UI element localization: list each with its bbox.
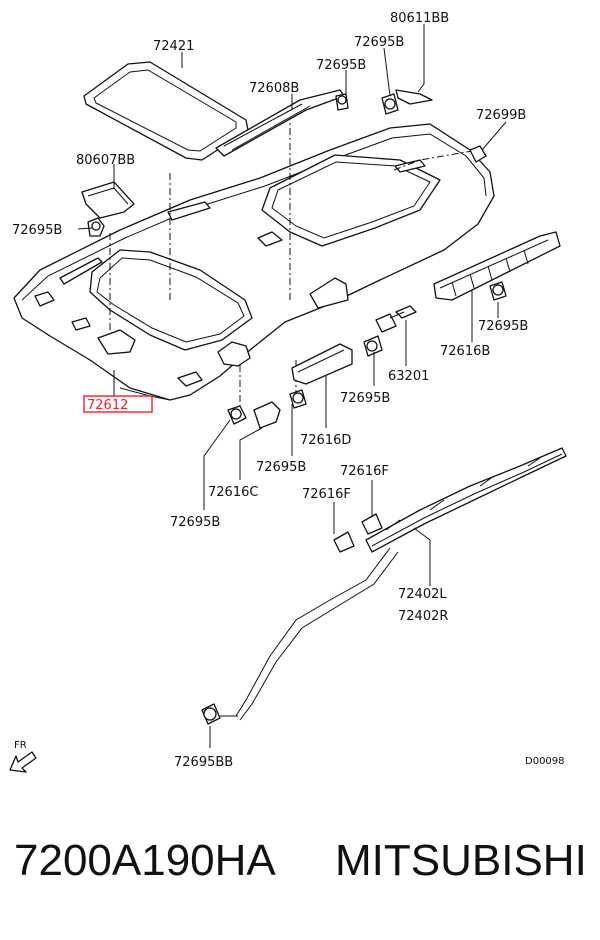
grab-handle-72616D[interactable] — [291, 343, 353, 385]
front-direction-arrow-icon: FR — [9, 740, 37, 773]
label-fr: FR — [14, 740, 27, 751]
curtain-airbag[interactable] — [235, 447, 567, 721]
label-72695B-mid: 72695B — [340, 391, 390, 406]
label-72695B-right: 72695B — [478, 319, 528, 334]
brand-name: MITSUBISHI — [335, 836, 587, 885]
label-72616B: 72616B — [440, 344, 490, 359]
label-72616F-a: 72616F — [340, 464, 389, 479]
pad-72616F-a[interactable] — [361, 513, 383, 535]
headliner-panel[interactable] — [13, 123, 495, 401]
label-72695B-top2: 72695B — [354, 35, 404, 50]
diagram-code: D00098 — [525, 756, 565, 767]
label-72421: 72421 — [153, 39, 194, 54]
part-number: 7200A190HA — [14, 836, 276, 885]
highlighted-part-72612[interactable]: 72612 — [83, 395, 153, 413]
label-72402R: 72402R — [398, 609, 448, 624]
label-72695B-top: 72695B — [316, 58, 366, 73]
label-80607BB: 80607BB — [76, 153, 135, 168]
label-72695BB: 72695BB — [174, 755, 233, 770]
clip-72695B-left[interactable] — [87, 217, 105, 237]
part-63201[interactable] — [375, 305, 417, 333]
label-72699B: 72699B — [476, 108, 526, 123]
label-80611BB: 80611BB — [390, 11, 449, 26]
parts-diagram: 72421 80611BB 72695B 72695B 72608B 72699… — [9, 11, 567, 773]
clip-72695B-c[interactable] — [289, 389, 307, 409]
clip-72695BB[interactable] — [201, 703, 238, 725]
grab-handle-72616B[interactable] — [433, 231, 561, 301]
label-72612: 72612 — [87, 398, 128, 413]
label-72695B-c: 72695B — [256, 460, 306, 475]
label-72608B: 72608B — [249, 81, 299, 96]
part-72616C[interactable] — [253, 401, 281, 429]
label-72402L: 72402L — [398, 587, 447, 602]
bracket-80607BB[interactable] — [81, 181, 135, 219]
label-72616D: 72616D — [300, 433, 351, 448]
clip-72695B-top2[interactable] — [381, 93, 399, 115]
clip-72695B-mid[interactable] — [363, 335, 383, 357]
clip-72695B-bot[interactable] — [227, 405, 247, 425]
label-72616C: 72616C — [208, 485, 258, 500]
footer: 7200A190HA MITSUBISHI — [0, 836, 600, 916]
clip-72695B-top[interactable] — [335, 93, 349, 111]
label-72695B-bot: 72695B — [170, 515, 220, 530]
bracket-80611BB[interactable] — [395, 89, 433, 105]
clip-72695B-right[interactable] — [489, 281, 507, 301]
pad-72616F-b[interactable] — [333, 531, 355, 553]
label-72695B-left: 72695B — [12, 223, 62, 238]
label-63201: 63201 — [388, 369, 429, 384]
label-72616F-b: 72616F — [302, 487, 351, 502]
